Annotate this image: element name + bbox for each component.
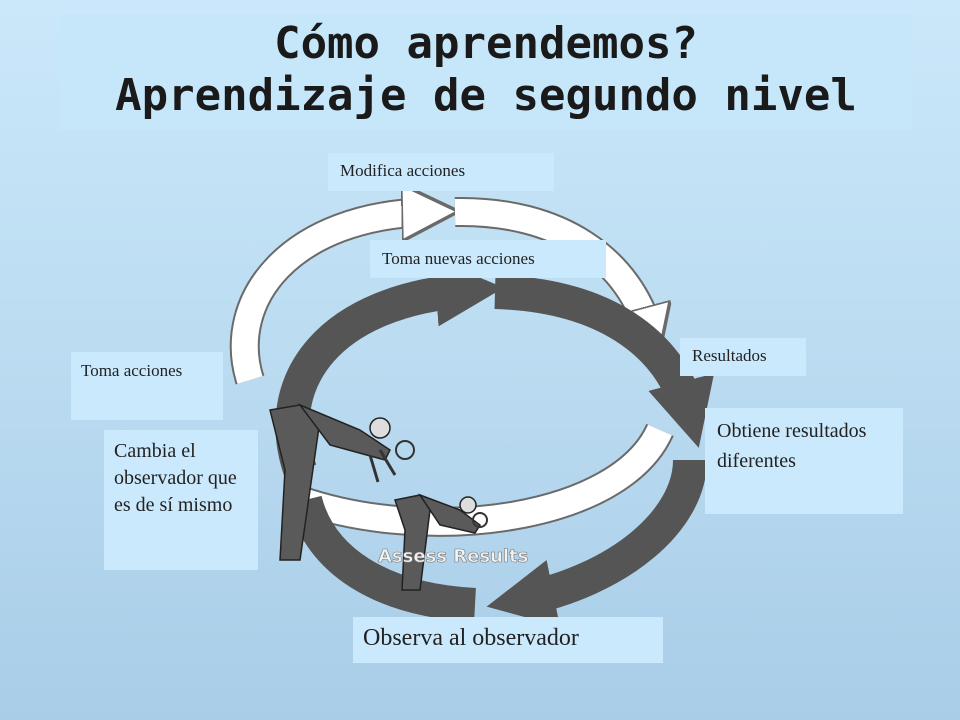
title-band xyxy=(60,14,912,130)
label-obtiene-resultados: Obtiene resultados diferentes xyxy=(705,408,903,514)
inner-arrow-bottom-left xyxy=(288,495,477,622)
title-line-1: Cómo aprendemos? xyxy=(274,18,698,69)
label-modifica-acciones: Modifica acciones xyxy=(328,153,554,191)
label-observa-observador: Observa al observador xyxy=(353,617,663,663)
inner-arrow-bottom-right xyxy=(486,458,707,627)
label-resultados: Resultados xyxy=(680,338,806,376)
inner-arrow-left-up xyxy=(275,258,504,476)
label-toma-acciones: Toma acciones xyxy=(71,352,223,420)
inner-cycle-caption: Assess Results xyxy=(378,546,528,567)
page-title: Cómo aprendemos? Aprendizaje de segundo … xyxy=(60,18,912,122)
inner-arrow-right-down xyxy=(494,275,715,448)
observer-figure-large xyxy=(269,403,415,561)
inner-cycle xyxy=(275,258,715,627)
label-toma-nuevas-acciones: Toma nuevas acciones xyxy=(370,240,606,278)
title-line-2: Aprendizaje de segundo nivel xyxy=(115,70,857,121)
label-cambia-observador: Cambia el observador que es de sí mismo xyxy=(104,430,258,570)
observer-figure-small xyxy=(394,493,488,591)
